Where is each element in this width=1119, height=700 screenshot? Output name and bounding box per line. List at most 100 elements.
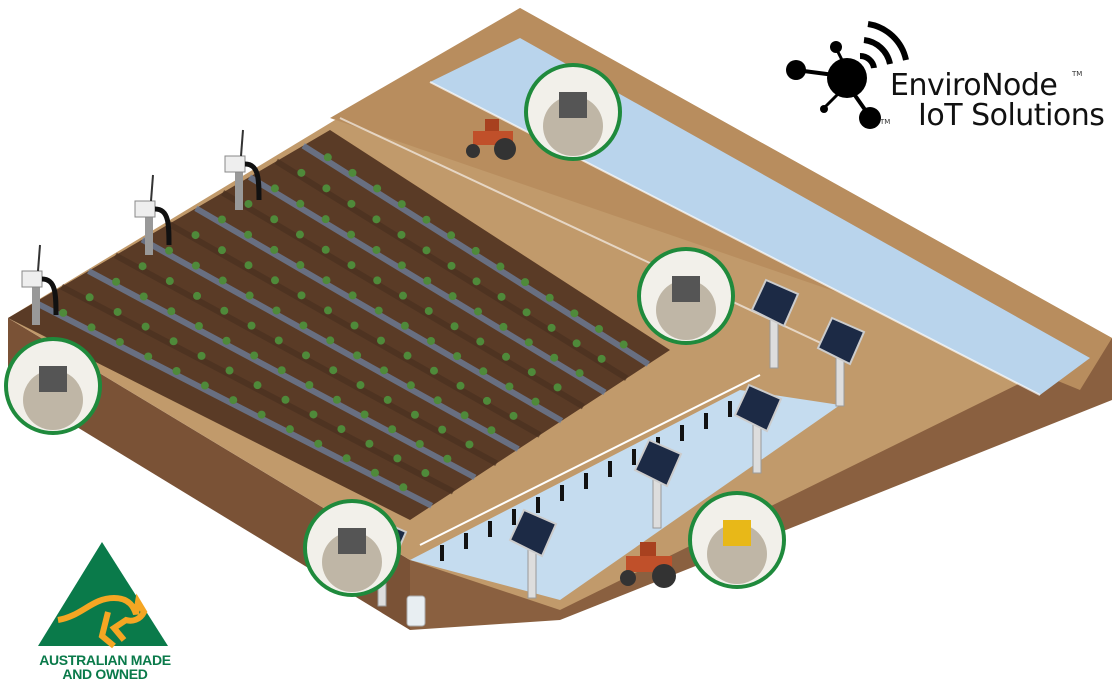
crop-plant [297,291,306,300]
crop-plant [253,381,262,390]
crop-plant [169,337,178,346]
sensor-box-icon [134,200,156,218]
crop-plant [360,410,369,419]
crop-plant [326,336,335,345]
solar-panel-icon [633,438,683,488]
crop-plant [379,366,388,375]
cable [41,276,59,316]
crop-plant [270,215,279,224]
weir-post [680,425,684,441]
crop-plant [497,292,506,301]
crop-plant [296,261,305,270]
weir-post [464,533,468,549]
crop-plant [476,337,485,346]
crop-plant [347,199,356,208]
crop-plant [547,323,556,332]
weir-post [560,485,564,501]
crop-plant [410,410,419,419]
weir-posts [440,389,756,561]
crop-plant [337,425,346,434]
crop-plant [139,292,148,301]
sensor-pole [235,170,243,210]
crop-plant [329,366,338,375]
crop-plant [281,395,290,404]
device-icon [672,276,700,302]
crop-plant [456,381,465,390]
brand-tagline: IoT Solutions [918,98,1105,133]
crop-plant [194,322,203,330]
cable [244,161,262,201]
crop-plant [397,261,406,270]
weir-post [608,461,612,477]
photo-inset-weather-station [637,247,735,345]
crop-plant [220,306,229,315]
crop-plant [191,231,200,240]
crop-plant [197,351,206,360]
water-sampler [406,595,426,627]
crop-plant [471,246,480,255]
crop-plant [527,368,536,377]
crop-plant [372,215,381,224]
crop-plant [509,411,518,420]
crop-plant [270,245,279,254]
sensor-pole [32,285,40,325]
crop-plant [144,352,153,361]
crop-plant [225,366,234,375]
crop-plant [388,425,397,434]
panel-pole [769,317,779,369]
crop-plant [314,439,323,448]
crop-plant [297,168,306,177]
sensor-tower [134,174,172,255]
solar-panel [750,278,800,369]
crop-plant [479,367,488,376]
weir-post [440,545,444,561]
crop-plant [403,351,412,360]
crop-plant [550,353,559,362]
crop-plant [499,322,508,331]
crop-plant [438,425,447,434]
crop-plant [575,369,584,378]
antenna-icon [37,244,41,272]
crop-plant [138,262,147,271]
soil-moisture-sensors [21,129,262,325]
solar-panel [733,383,783,474]
crop-plant [272,306,281,315]
weir-post [728,401,732,417]
crop-plant [502,352,511,361]
crop-plant [59,308,68,317]
inset-photo [543,96,603,156]
tractor-icon [466,119,516,160]
crop-plant [115,337,124,346]
crop-plant [277,366,286,375]
crop-plant [217,215,226,224]
sensor-tower [224,129,262,210]
crop-plant [524,338,533,347]
photo-inset-soil-probe [4,337,102,435]
crop-plant [374,306,383,315]
crop-plant [421,469,430,478]
badge-text: AND OWNED [62,666,148,682]
device-icon [559,92,587,118]
crop-plant [383,395,392,404]
solar-panel [633,438,683,529]
crop-plant [373,184,382,193]
sensor-tower [21,244,59,325]
crop-plant [322,184,331,193]
crop-plant [285,425,294,434]
device-icon [723,520,751,546]
crop-plant [348,291,357,300]
crop-plant [271,276,279,285]
tractor-icon [620,542,676,588]
crop-plant [200,381,209,390]
environode-logo-icon [786,21,909,129]
crop-plant [356,381,365,390]
crop-plant [393,454,402,463]
photo-inset-pump-station [524,63,622,161]
crop-plant [324,306,332,315]
crop-plant [167,307,176,316]
crop-plant [244,261,253,270]
crop-plant [218,246,226,255]
inset-photo [322,532,382,592]
crop-plant [447,231,456,240]
crop-plant [372,245,381,254]
